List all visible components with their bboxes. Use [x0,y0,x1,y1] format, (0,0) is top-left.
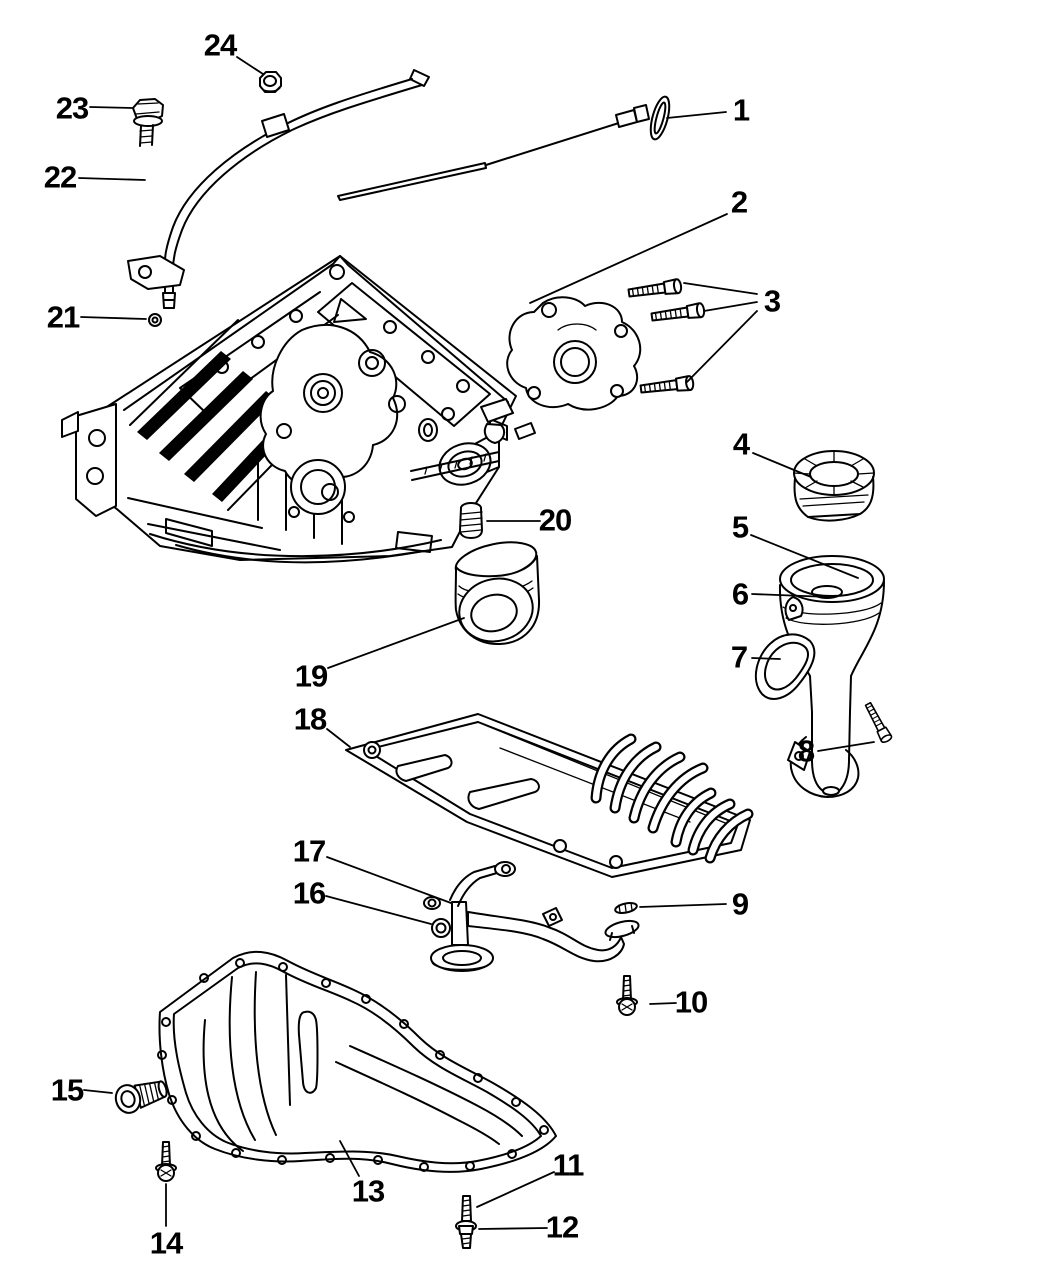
leader-line-22-dipstick-tube [78,177,146,181]
leader-line-18-windage-tray [326,728,351,748]
callout-number-20-oil-filter-fitting: 20 [539,503,571,538]
dipstick-tube-bolt [132,98,164,147]
leader-line-21-dipstick-tube-grommet [80,316,147,320]
callout-number-13-oil-pan: 13 [352,1174,385,1209]
leader-line-13-oil-pan [339,1140,360,1177]
oil-pan-bolt [155,1141,177,1182]
leader-line-15-oil-drain-plug [83,1089,113,1094]
leader-line-9-pickup-tube-o-ring [639,903,727,908]
leader-line-2-oil-pump [529,213,728,304]
oil-filter-fitting [459,502,483,539]
callout-number-23-dipstick-tube-bolt: 23 [56,91,89,126]
leader-line-4-oil-filler-cap [752,452,812,478]
callout-number-24-dipstick-tube-nut: 24 [204,28,238,63]
oil-pump [480,296,642,444]
callout-number-19-oil-filter: 19 [295,659,328,694]
callout-number-4-oil-filler-cap: 4 [733,427,751,462]
leader-line-8-filler-tube-bolt [817,741,875,752]
leader-line-10-pickup-tube-bolt [649,1002,677,1005]
callout-number-6-oil-filler-tube: 6 [732,577,749,612]
oil-filter [454,541,541,646]
callout-number-12-oil-pan-stud-nut: 12 [546,1210,578,1245]
callout-number-8-filler-tube-bolt: 8 [798,734,815,769]
leader-line-11-oil-pan-stud [476,1171,555,1208]
callout-number-1-engine-oil-dipstick: 1 [733,93,750,128]
leader-line-23-dipstick-tube-bolt [89,106,133,109]
leader-line-7-filler-tube-gasket [751,657,781,660]
leader-line-3-oil-pump-bolts [686,310,758,383]
oil-pump-bolts [627,277,706,397]
windage-tray [345,713,754,878]
callout-number-9-pickup-tube-o-ring: 9 [732,887,749,922]
callout-number-18-windage-tray: 18 [294,702,327,737]
callout-number-16-pickup-tube-washer: 16 [293,876,326,911]
callout-number-17-oil-pickup-tube: 17 [293,834,325,869]
dipstick-tube-grommet [148,313,162,327]
callout-number-3-oil-pump-bolts: 3 [764,284,781,319]
callout-number-2-oil-pump: 2 [731,185,747,220]
leader-line-17-oil-pickup-tube [326,856,452,904]
engine-block [61,255,517,564]
leader-line-24-dipstick-tube-nut [236,56,264,75]
callout-number-7-filler-tube-gasket: 7 [731,640,747,675]
pickup-tube-bolt [616,975,638,1016]
callout-number-21-dipstick-tube-grommet: 21 [47,300,80,335]
filler-tube-gasket [754,633,816,700]
leader-line-3-oil-pump-bolts [683,282,758,295]
callout-number-15-oil-drain-plug: 15 [51,1073,84,1108]
leader-line-6-oil-filler-tube [751,593,830,598]
oil-filler-cap [793,450,875,522]
filler-tube-bolt [862,700,894,745]
leader-line-16-pickup-tube-washer [325,895,432,925]
callout-number-14-oil-pan-bolt: 14 [150,1226,184,1261]
oil-pan [157,950,557,1173]
leader-line-3-oil-pump-bolts [703,301,758,312]
oil-filler-tube [778,555,885,798]
dipstick-tube-nut [259,71,282,93]
leader-line-12-oil-pan-stud-nut [478,1227,548,1230]
callout-number-11-oil-pan-stud: 11 [553,1148,585,1183]
oil-drain-plug [114,1080,168,1114]
leader-line-19-oil-filter [327,617,465,669]
callout-number-5-filler-tube-o-ring: 5 [732,510,749,545]
oil-pan-stud [455,1195,477,1249]
callout-number-10-pickup-tube-bolt: 10 [675,985,707,1020]
leader-line-5-filler-tube-o-ring [750,534,859,579]
pickup-tube-o-ring [614,902,638,914]
engine-oil-dipstick [337,95,671,201]
leader-line-1-engine-oil-dipstick [666,111,727,119]
oil-pickup-tube [423,861,640,972]
pickup-tube-washer [431,918,451,938]
dipstick-tube [127,69,430,309]
callout-number-22-dipstick-tube: 22 [44,160,76,195]
